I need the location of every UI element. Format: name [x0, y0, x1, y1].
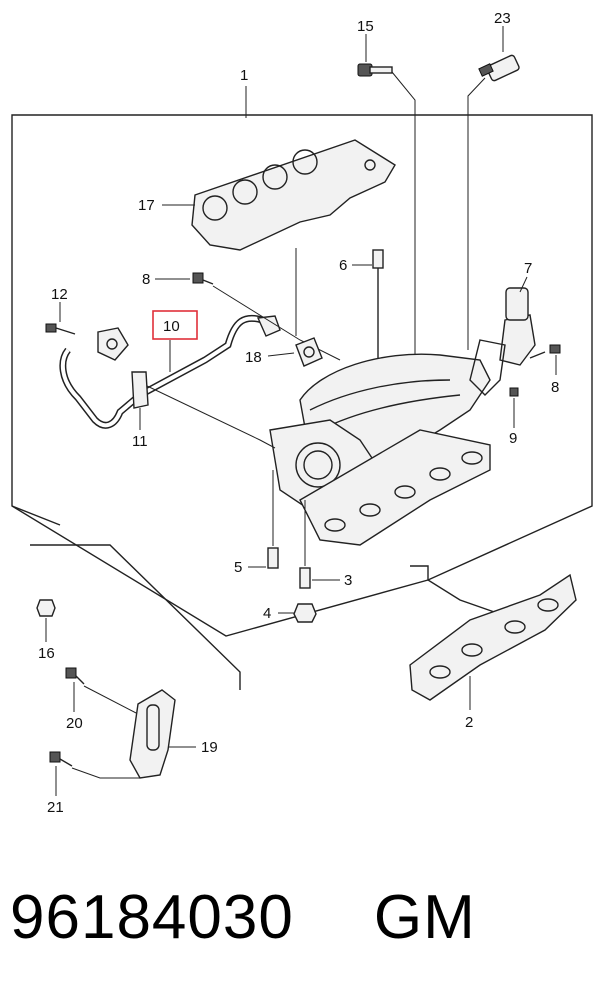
bolt-part-8-left [155, 272, 341, 361]
brand-name: GM [373, 882, 476, 952]
callout-19: 19 [201, 739, 218, 756]
callout-11: 11 [132, 433, 148, 450]
nut-part-4 [278, 603, 317, 623]
callout-17: 17 [138, 197, 155, 214]
bolt-part-15 [357, 34, 416, 450]
bracket-part-11 [131, 371, 149, 430]
part-10-highlight-box [152, 310, 198, 340]
callout-16: 16 [38, 645, 55, 662]
bolt-part-21 [49, 751, 140, 796]
callout-8-left: 8 [142, 271, 150, 288]
part-number: 96184030 [10, 882, 294, 952]
callout-21: 21 [47, 799, 64, 816]
pipe-part-10 [59, 314, 281, 449]
callout-2: 2 [465, 714, 473, 731]
bolt-part-12 [45, 302, 76, 335]
callout-6: 6 [339, 257, 347, 274]
callout-4: 4 [263, 605, 271, 622]
gasket-part-18 [267, 248, 323, 367]
bracket-part-19 [129, 689, 196, 779]
intake-manifold-part-1 [245, 115, 491, 546]
callout-8-right: 8 [551, 379, 559, 396]
actuator-part-7 [469, 276, 536, 396]
callout-23: 23 [494, 10, 511, 27]
sensor-part-23 [467, 26, 520, 350]
part-info-footer: 96184030 GM [10, 862, 590, 972]
stud-part-3 [299, 500, 340, 589]
nut-part-16 [36, 599, 56, 642]
assembly-frame [11, 86, 593, 690]
bolt-part-8-right [529, 344, 561, 375]
callout-20: 20 [66, 715, 83, 732]
callout-7: 7 [524, 260, 532, 277]
callout-1: 1 [240, 67, 248, 84]
exhaust-gasket-part-2 [409, 573, 577, 710]
exploded-parts-diagram: 1 2 3 4 5 6 7 8 8 9 10 11 12 15 16 17 18… [11, 10, 593, 816]
head-gasket-part-17 [162, 139, 396, 251]
callout-15: 15 [357, 18, 374, 35]
callout-12: 12 [51, 286, 68, 303]
callout-18: 18 [245, 349, 262, 366]
stud-part-5 [248, 470, 279, 569]
callout-9: 9 [509, 430, 517, 447]
callout-5: 5 [234, 559, 242, 576]
callout-3: 3 [344, 572, 352, 589]
callout-10: 10 [163, 318, 180, 335]
bolt-part-9 [509, 387, 519, 428]
